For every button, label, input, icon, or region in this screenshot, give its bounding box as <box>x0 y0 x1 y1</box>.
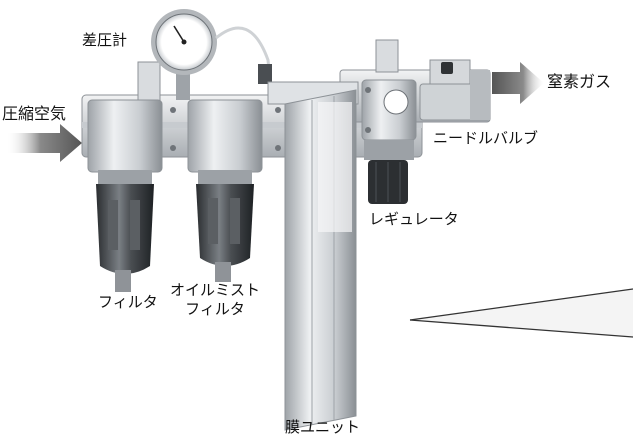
outlet-label: 窒素ガス <box>547 72 612 91</box>
inlet-label: 圧縮空気 <box>2 104 67 123</box>
inlet-arrow-icon <box>6 124 82 162</box>
filter-module <box>87 99 163 292</box>
regulator <box>361 79 417 204</box>
filter-label: フィルタ <box>98 293 158 311</box>
outlet-arrow-icon <box>492 62 544 104</box>
membrane-unit-label: 膜ユニット <box>285 418 361 436</box>
differential-pressure-gauge <box>151 9 272 100</box>
oil-mist-filter-label: オイルミスト フィルタ <box>170 281 260 319</box>
needle-valve <box>419 70 491 121</box>
membrane-unit <box>267 81 359 431</box>
bracket-right <box>375 39 399 73</box>
oil-mist-filter-label-line1: オイルミスト <box>170 281 261 299</box>
decorative-wedge <box>409 288 633 338</box>
regulator-label: レギュレータ <box>369 210 459 228</box>
oil-mist-filter-label-line2: フィルタ <box>185 299 245 318</box>
oil-mist-filter-module <box>187 99 263 282</box>
gauge-label: 差圧計 <box>82 31 128 49</box>
bracket-left <box>137 61 161 103</box>
manifold-screws <box>170 87 371 151</box>
needle-valve-label: ニードルバルブ <box>433 129 539 147</box>
